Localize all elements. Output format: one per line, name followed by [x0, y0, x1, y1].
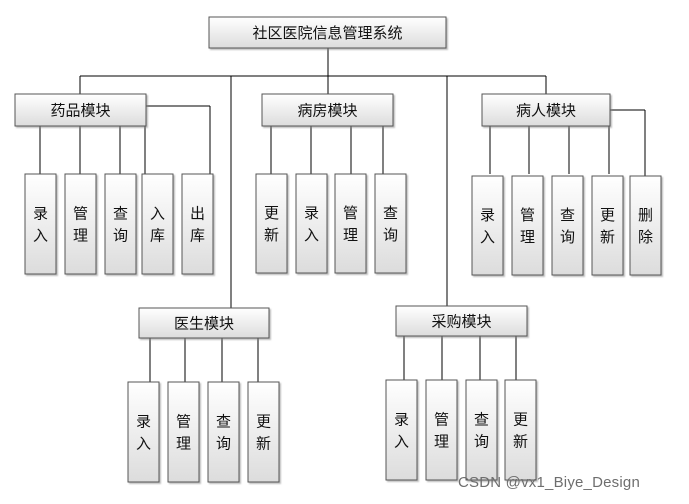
ward-item-3: 查询: [374, 173, 407, 274]
drug-item-3: 入库: [141, 173, 174, 275]
watermark-text: CSDN @vx1_Biye_Design: [458, 474, 640, 491]
doctor-item-2: 查询: [207, 381, 240, 483]
doctor-item-0-label: 录入: [136, 413, 151, 453]
root-system-box-box: [208, 16, 447, 49]
purchase-item-2-box: [465, 379, 498, 481]
doctor-module-box-box: [138, 307, 270, 339]
ward-item-1-box: [295, 173, 328, 274]
root-system-box: 社区医院信息管理系统: [208, 16, 447, 49]
drug-item-0: 录入: [24, 173, 57, 275]
patient-item-4: 删除: [629, 175, 662, 276]
drug-item-4-label: 出库: [190, 205, 205, 245]
drug-module-box: 药品模块: [14, 93, 147, 127]
drug-item-4: 出库: [181, 173, 214, 275]
patient-item-0-box: [471, 175, 504, 276]
patient-module-box-box: [481, 93, 611, 127]
purchase-module-box: 采购模块: [395, 305, 528, 337]
drug-item-3-label: 入库: [150, 205, 165, 245]
drug-item-3-box: [141, 173, 174, 275]
drug-item-0-label: 录入: [33, 205, 48, 245]
ward-item-3-label: 查询: [383, 204, 398, 244]
purchase-item-0-label: 录入: [394, 411, 409, 451]
drug-item-4-box: [181, 173, 214, 275]
purchase-item-2-label: 查询: [474, 411, 489, 451]
purchase-item-3-box: [504, 379, 537, 481]
doctor-item-2-label: 查询: [216, 413, 231, 453]
patient-item-2-box: [551, 175, 584, 276]
purchase-item-1: 管理: [425, 379, 458, 481]
patient-item-0-label: 录入: [480, 206, 495, 246]
doctor-module-box: 医生模块: [138, 307, 270, 339]
ward-module-title: 病房模块: [297, 101, 357, 119]
doctor-item-1-box: [167, 381, 200, 483]
ward-item-1: 录入: [295, 173, 328, 274]
drug-item-2-label: 查询: [113, 205, 128, 245]
connector-lines: [39, 48, 646, 382]
purchase-item-1-label: 管理: [434, 411, 449, 451]
patient-module-title: 病人模块: [516, 101, 576, 119]
ward-module-box-box: [261, 93, 394, 127]
doctor-item-1: 管理: [167, 381, 200, 483]
purchase-module-title: 采购模块: [431, 312, 491, 330]
ward-item-0-label: 更新: [264, 204, 279, 244]
purchase-item-0-box: [385, 379, 418, 481]
doctor-item-0: 录入: [127, 381, 160, 483]
ward-item-0-box: [255, 173, 288, 274]
doctor-module-title: 医生模块: [174, 314, 234, 332]
patient-item-1-box: [511, 175, 544, 276]
doctor-item-2-box: [207, 381, 240, 483]
purchase-item-3: 更新: [504, 379, 537, 481]
drug-item-2-box: [104, 173, 137, 275]
doctor-item-0-box: [127, 381, 160, 483]
patient-module-box: 病人模块: [481, 93, 611, 127]
ward-module-box: 病房模块: [261, 93, 394, 127]
patient-item-3-box: [591, 175, 624, 276]
root-title: 社区医院信息管理系统: [252, 24, 402, 42]
purchase-item-2: 查询: [465, 379, 498, 481]
patient-item-1-label: 管理: [520, 206, 535, 246]
patient-item-4-label: 删除: [638, 206, 653, 246]
patient-item-4-box: [629, 175, 662, 276]
ward-item-3-box: [374, 173, 407, 274]
drug-module-box-box: [14, 93, 147, 127]
patient-item-2: 查询: [551, 175, 584, 276]
drug-item-2: 查询: [104, 173, 137, 275]
patient-item-1: 管理: [511, 175, 544, 276]
doctor-item-3-box: [247, 381, 280, 483]
drug-module-title: 药品模块: [50, 101, 110, 119]
patient-item-2-label: 查询: [560, 206, 575, 246]
purchase-module-box-box: [395, 305, 528, 337]
drug-item-1: 管理: [64, 173, 97, 275]
doctor-item-3: 更新: [247, 381, 280, 483]
patient-item-3-label: 更新: [600, 206, 615, 246]
purchase-item-3-label: 更新: [513, 411, 528, 451]
doctor-item-1-label: 管理: [176, 413, 191, 453]
purchase-item-1-box: [425, 379, 458, 481]
drug-item-0-box: [24, 173, 57, 275]
ward-item-0: 更新: [255, 173, 288, 274]
drug-item-1-box: [64, 173, 97, 275]
patient-item-0: 录入: [471, 175, 504, 276]
ward-item-2-label: 管理: [343, 204, 358, 244]
patient-item-3: 更新: [591, 175, 624, 276]
ward-item-2-box: [334, 173, 367, 274]
ward-item-1-label: 录入: [304, 204, 319, 244]
purchase-item-0: 录入: [385, 379, 418, 481]
doctor-item-3-label: 更新: [256, 413, 271, 453]
drug-item-1-label: 管理: [73, 205, 88, 245]
ward-item-2: 管理: [334, 173, 367, 274]
